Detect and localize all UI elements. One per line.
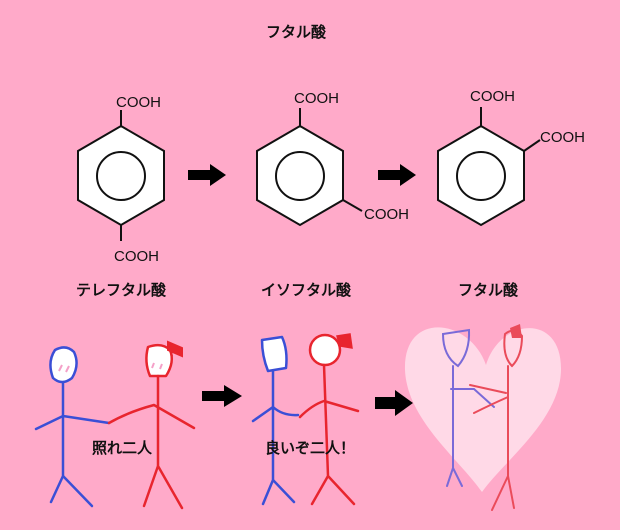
girl-stick-figure [469, 324, 524, 511]
girl-stick-figure [298, 333, 360, 506]
arrow-right-icon [202, 385, 242, 407]
bond [523, 139, 541, 152]
couple-caption: 照れ二人 [92, 439, 153, 457]
bond [342, 199, 363, 212]
molecule-label: フタル酸 [458, 281, 519, 299]
cooh-group: COOH [364, 206, 409, 223]
aromatic-circle [96, 151, 146, 201]
cooh-group: COOH [540, 129, 585, 146]
benzene-ring [256, 124, 344, 227]
bow-icon [336, 333, 353, 349]
cooh-group: COOH [470, 88, 515, 105]
benzene-ring [77, 124, 165, 227]
molecule-label: テレフタル酸 [76, 281, 167, 299]
cooh-group: COOH [114, 248, 159, 265]
girl-stick-figure [107, 340, 196, 510]
arrow-right-icon [375, 390, 413, 416]
terephthalic-acid-structure: COOH COOH [77, 94, 165, 265]
isophthalic-acid-structure: COOH COOH [256, 90, 409, 227]
boy-stick-figure [34, 346, 111, 508]
phthalic-acid-structure: COOH COOH [437, 88, 585, 227]
arrow-right-icon [378, 164, 416, 186]
aromatic-circle [456, 151, 506, 201]
benzene-ring [437, 124, 525, 227]
couple-caption: 良いぞ二人！ [265, 439, 355, 457]
cooh-group: COOH [294, 90, 339, 107]
arrow-right-icon [188, 164, 226, 186]
boy-stick-figure [251, 335, 300, 506]
bow-icon [167, 340, 183, 358]
aromatic-circle [275, 151, 325, 201]
bow-icon [510, 324, 522, 338]
title: フタル酸 [266, 23, 327, 41]
boy-stick-figure [441, 328, 495, 487]
molecule-label: イソフタル酸 [261, 281, 352, 299]
cooh-group: COOH [116, 94, 161, 111]
